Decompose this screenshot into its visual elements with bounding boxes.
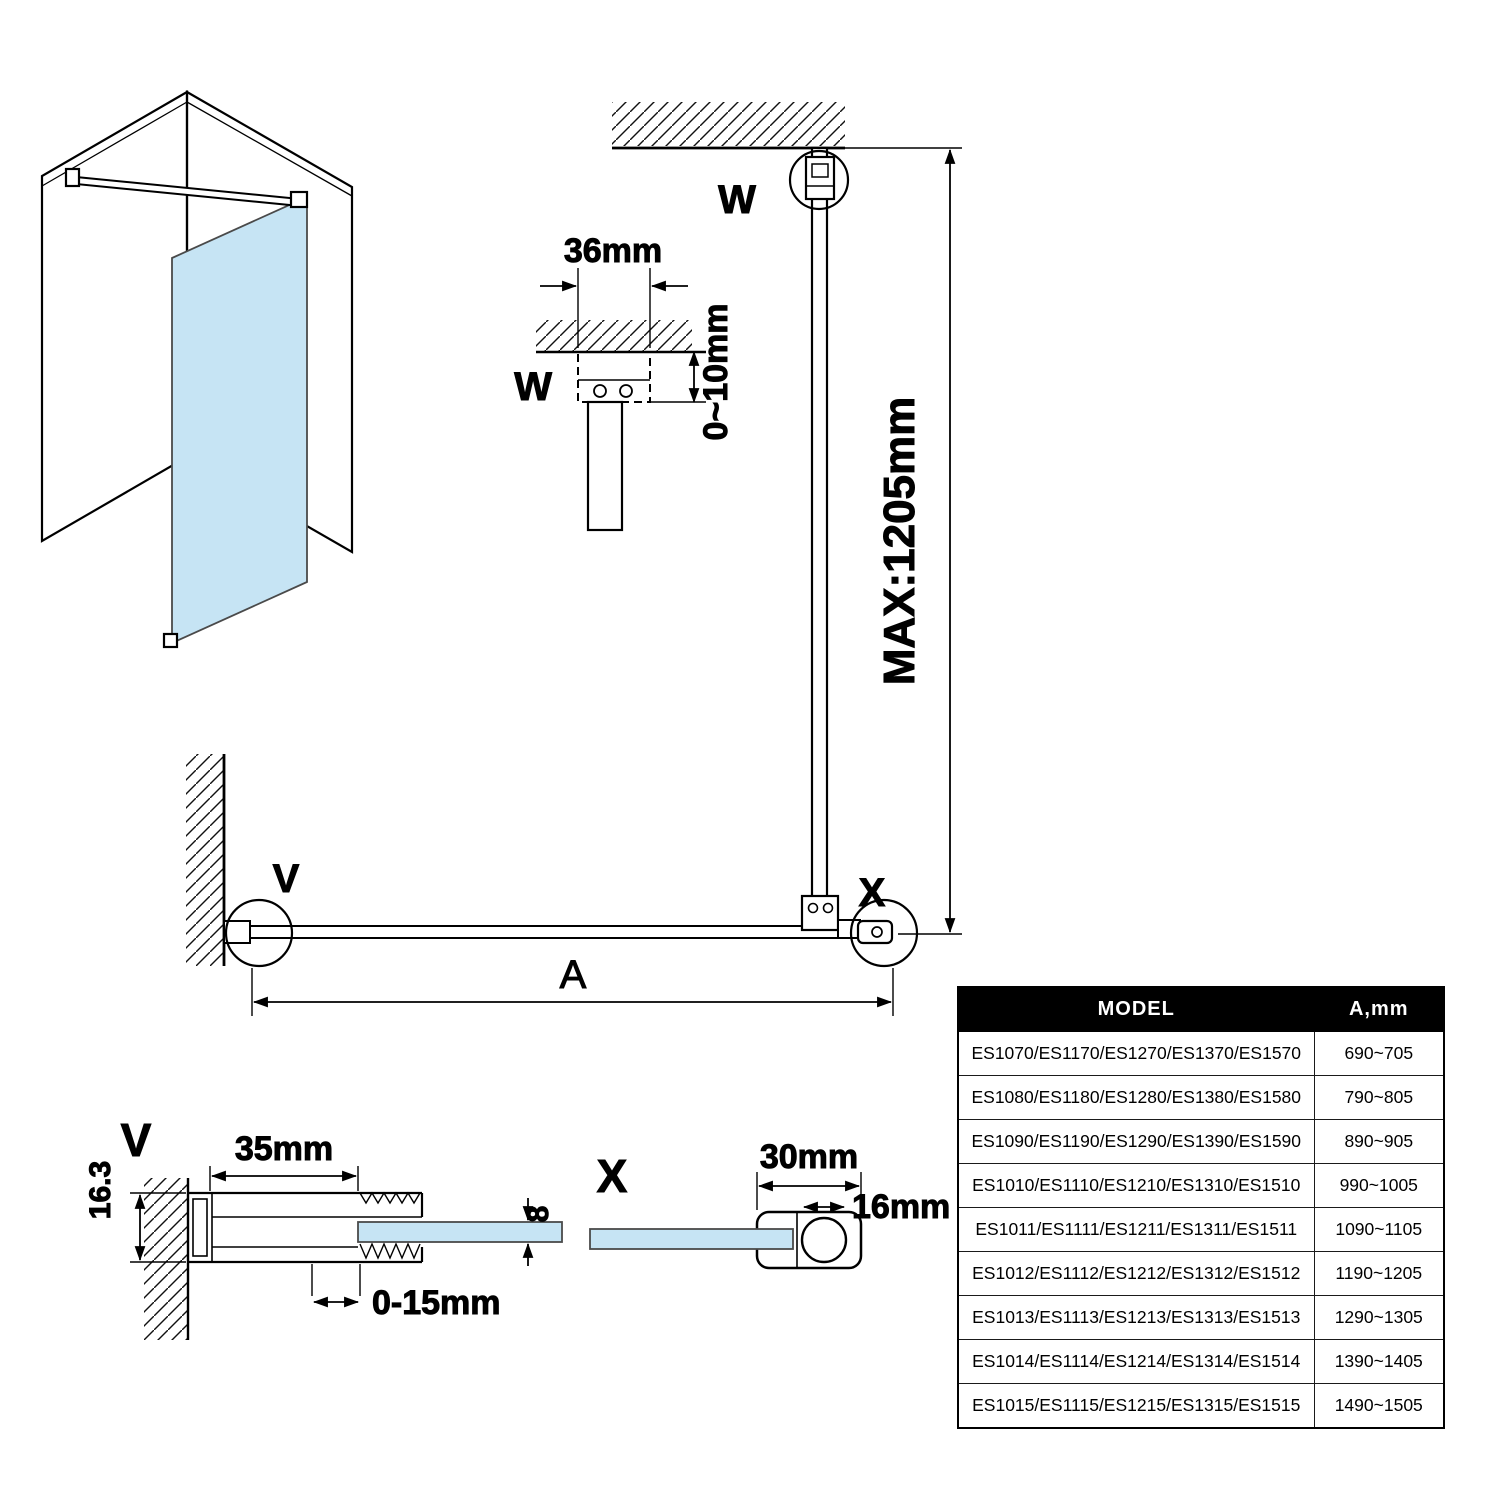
pivot-screw xyxy=(807,902,819,914)
bracket-screw xyxy=(593,384,607,398)
clamp-spring xyxy=(359,1242,421,1260)
bar-pivot xyxy=(800,894,840,932)
model-cell: ES1011/ES1111/ES1211/ES1311/ES1511 xyxy=(957,1207,1315,1252)
bracket-screw xyxy=(619,384,633,398)
detail-x: X 30mm 16mm xyxy=(589,1138,951,1270)
isometric-view xyxy=(40,90,354,649)
table-header-a: A,mm xyxy=(1313,986,1445,1032)
detail-x-callout-label: X xyxy=(859,871,886,915)
support-bar xyxy=(810,146,829,900)
bar-wall-mount xyxy=(64,167,81,188)
a-cell: 1290~1305 xyxy=(1313,1295,1445,1340)
dim-span xyxy=(251,968,894,1016)
dim-profile-depth xyxy=(130,1192,186,1263)
end-cap-screw xyxy=(871,926,883,938)
model-cell: ES1015/ES1115/ES1215/ES1315/ES1515 xyxy=(957,1383,1315,1429)
dim-max-height-label: MAX:1205mm xyxy=(875,397,924,686)
dim-clamp-width-label: 30mm xyxy=(760,1138,858,1176)
serration xyxy=(359,1191,421,1205)
table-header-model: MODEL xyxy=(957,986,1315,1032)
model-cell: ES1080/ES1180/ES1280/ES1380/ES1580 xyxy=(957,1075,1315,1120)
detail-w-callout-label: W xyxy=(718,178,756,222)
support-bar-section xyxy=(586,400,624,532)
wall-hatch xyxy=(186,754,224,966)
a-cell: 1190~1205 xyxy=(1313,1251,1445,1296)
glass-top-edge xyxy=(223,925,865,939)
dim-bracket-width xyxy=(540,268,688,348)
pivot-screw xyxy=(822,902,834,914)
detail-x-callout-circle xyxy=(849,898,919,968)
model-table: MODEL A,mm ES1070/ES1170/ES1270/ES1370/E… xyxy=(957,986,1445,1429)
glass-panel xyxy=(171,195,308,645)
table-header-row: MODEL A,mm xyxy=(957,986,1445,1032)
detail-w: 36mm W 0~10mm xyxy=(514,232,736,532)
a-cell: 1090~1105 xyxy=(1313,1207,1445,1252)
a-cell: 690~705 xyxy=(1313,1031,1445,1076)
glass-bottom-fitting xyxy=(162,632,179,649)
dim-adjustment xyxy=(311,1264,361,1308)
dim-profile-width xyxy=(209,1166,359,1191)
dim-bar-diameter-label: 16mm xyxy=(852,1188,950,1226)
dim-span-label: A xyxy=(560,953,587,997)
wall-profile-fitting xyxy=(223,920,251,944)
detail-v-label: V xyxy=(121,1114,152,1166)
left-wall-inner-edge xyxy=(41,101,188,187)
detail-v-callout-circle xyxy=(224,898,294,968)
model-cell: ES1012/ES1112/ES1212/ES1312/ES1512 xyxy=(957,1251,1315,1296)
model-cell: ES1010/ES1110/ES1210/ES1310/ES1510 xyxy=(957,1163,1315,1208)
a-cell: 890~905 xyxy=(1313,1119,1445,1164)
ceiling-hatch xyxy=(536,320,692,352)
a-cell: 1490~1505 xyxy=(1313,1383,1445,1429)
detail-w-label: W xyxy=(514,365,552,409)
a-cell: 990~1005 xyxy=(1313,1163,1445,1208)
dim-profile-width-label: 35mm xyxy=(235,1130,333,1168)
ceiling-hatch xyxy=(612,102,845,146)
model-cell: ES1014/ES1114/ES1214/ES1314/ES1514 xyxy=(957,1339,1315,1384)
left-wall xyxy=(40,90,189,543)
model-cell: ES1090/ES1190/ES1290/ES1390/ES1590 xyxy=(957,1119,1315,1164)
a-cell: 1390~1405 xyxy=(1313,1339,1445,1384)
dim-glass-thickness-label: 8 xyxy=(522,1206,555,1223)
detail-v-callout-label: V xyxy=(273,857,300,901)
dim-max-height xyxy=(845,147,962,935)
wall-profile-section xyxy=(188,1191,424,1264)
a-cell: 790~805 xyxy=(1313,1075,1445,1120)
wall-hatch xyxy=(144,1178,188,1340)
bar-glass-clamp xyxy=(289,190,309,209)
dim-adjustment-label: 0-15mm xyxy=(372,1284,501,1322)
back-wall-inner-edge xyxy=(186,101,353,197)
detail-w-callout-circle xyxy=(788,149,850,211)
glass-section xyxy=(357,1221,563,1243)
dim-bracket-width-label: 36mm xyxy=(564,232,662,270)
glass-section xyxy=(589,1228,794,1250)
wall-plate xyxy=(192,1198,208,1257)
detail-x-label: X xyxy=(597,1150,628,1202)
wall-bracket-dashed xyxy=(577,351,651,403)
model-cell: ES1013/ES1113/ES1213/ES1313/ES1513 xyxy=(957,1295,1315,1340)
detail-v: V 35mm 16.3 xyxy=(84,1114,563,1340)
model-cell: ES1070/ES1170/ES1270/ES1370/ES1570 xyxy=(957,1031,1315,1076)
support-bar-section xyxy=(800,1216,848,1264)
elevation-view: W X V MAX:1205mm A xyxy=(186,102,962,1016)
pivot-sleeve xyxy=(837,919,861,939)
top-bracket-slot xyxy=(811,163,829,178)
dim-ceiling-gap xyxy=(650,350,706,404)
dim-ceiling-gap-label: 0~10mm xyxy=(697,303,735,440)
end-cap xyxy=(856,919,894,945)
dim-clamp-width xyxy=(756,1172,862,1210)
dim-profile-depth-label: 16.3 xyxy=(84,1161,117,1219)
